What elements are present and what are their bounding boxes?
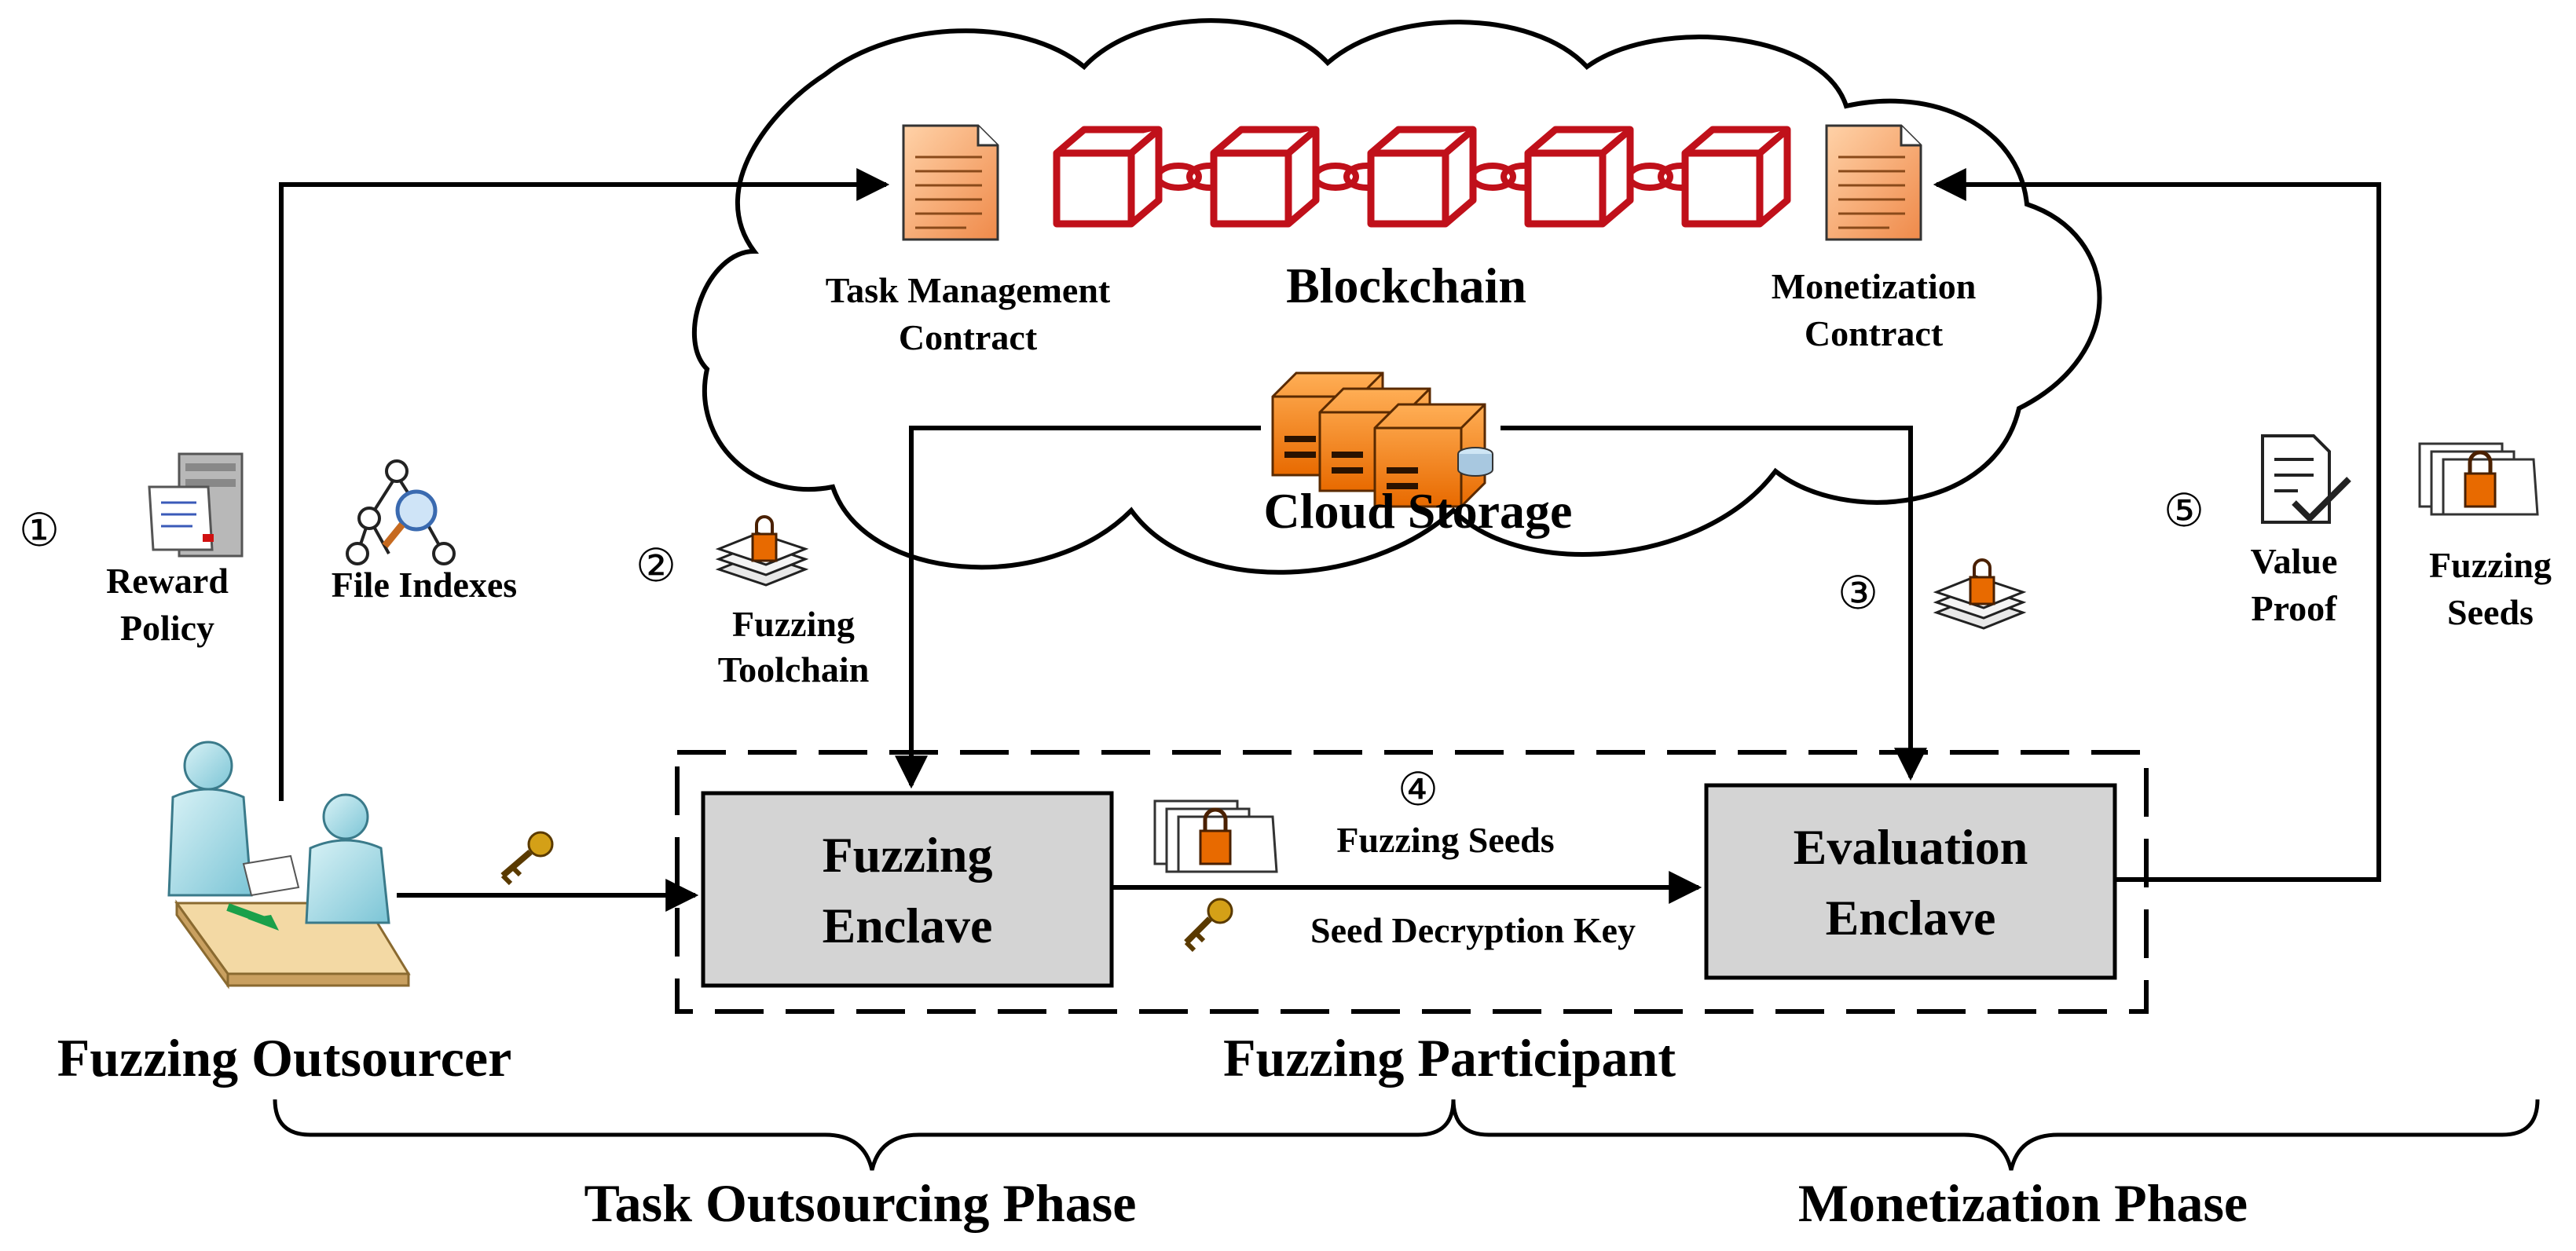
value-proof-icon: [2261, 434, 2351, 524]
blockchain-chain: [1053, 126, 1791, 228]
reward-policy-icon: [148, 452, 244, 558]
fuzzing-toolchain-line1: Fuzzing: [732, 604, 855, 644]
flow-lines: [279, 168, 2381, 912]
block-cube-icon: [1367, 126, 1477, 228]
fuzzing-seeds-label: Fuzzing Seeds: [1336, 820, 1554, 860]
block-cube-icon: [1053, 126, 1163, 228]
fuzzing-toolchain-line2: Toolchain: [718, 649, 870, 690]
block-cube-icon: [1210, 126, 1320, 228]
fuzzing-enclave-line2: Enclave: [823, 898, 993, 953]
fuzzing-enclave-box: Fuzzing Enclave: [701, 791, 1114, 988]
task-contract-label-line1: Task Management: [826, 270, 1111, 310]
task-contract-label-line2: Contract: [899, 317, 1038, 357]
fuzzing-seeds-icon: [1153, 799, 1278, 873]
value-proof-line1: Value: [2251, 541, 2338, 581]
step-3-marker: ③: [1838, 568, 1878, 619]
seed-key-icon: [1184, 898, 1233, 953]
evaluation-enclave-line1: Evaluation: [1794, 819, 2028, 875]
evaluation-enclave-box: Evaluation Enclave: [1704, 783, 2117, 980]
step-5-marker: ⑤: [2164, 485, 2204, 536]
monetization-phase-label: Monetization Phase: [1798, 1173, 2248, 1233]
file-indexes-tree-icon: [346, 459, 456, 565]
step-4-marker: ④: [1398, 764, 1438, 815]
seed-decryption-key-label: Seed Decryption Key: [1310, 910, 1636, 950]
monetization-contract-document-icon: [1825, 124, 1922, 241]
reward-policy-line1: Reward: [106, 561, 229, 601]
step-1-marker: ①: [19, 505, 60, 556]
step-3-package-icon: [1933, 558, 2027, 630]
task-outsourcing-brace: [273, 1099, 1456, 1171]
monetization-contract-label-line2: Contract: [1805, 313, 1944, 353]
cloud-storage-servers-icon: [1271, 371, 1493, 508]
fuzzing-outsourcer-title: Fuzzing Outsourcer: [57, 1028, 512, 1088]
key-icon: [500, 831, 554, 886]
block-cube-icon: [1524, 126, 1634, 228]
fuzzing-seeds-right-line1: Fuzzing: [2429, 545, 2552, 585]
monetization-brace: [1451, 1099, 2540, 1171]
fuzzing-participant-title: Fuzzing Participant: [1223, 1028, 1676, 1088]
cloud-storage-title: Cloud Storage: [1264, 483, 1573, 539]
fuzzing-outsourcer-people-icon: [167, 741, 411, 989]
file-indexes-label: File Indexes: [332, 565, 517, 605]
block-cube-icon: [1681, 126, 1791, 228]
fuzzing-seeds-right-icon: [2418, 442, 2539, 516]
monetization-contract-label-line1: Monetization: [1772, 266, 1977, 306]
fuzzing-toolchain-icon: [715, 515, 809, 587]
blockchain-title: Blockchain: [1286, 258, 1526, 313]
reward-policy-line2: Policy: [120, 608, 214, 648]
task-contract-document-icon: [902, 124, 999, 241]
fuzzing-seeds-right-line2: Seeds: [2447, 592, 2534, 632]
evaluation-enclave-line2: Enclave: [1826, 890, 1996, 946]
value-proof-line2: Proof: [2251, 588, 2337, 628]
task-outsourcing-phase-label: Task Outsourcing Phase: [584, 1173, 1137, 1233]
step-2-marker: ②: [636, 540, 676, 591]
fuzzing-enclave-line1: Fuzzing: [823, 827, 993, 883]
